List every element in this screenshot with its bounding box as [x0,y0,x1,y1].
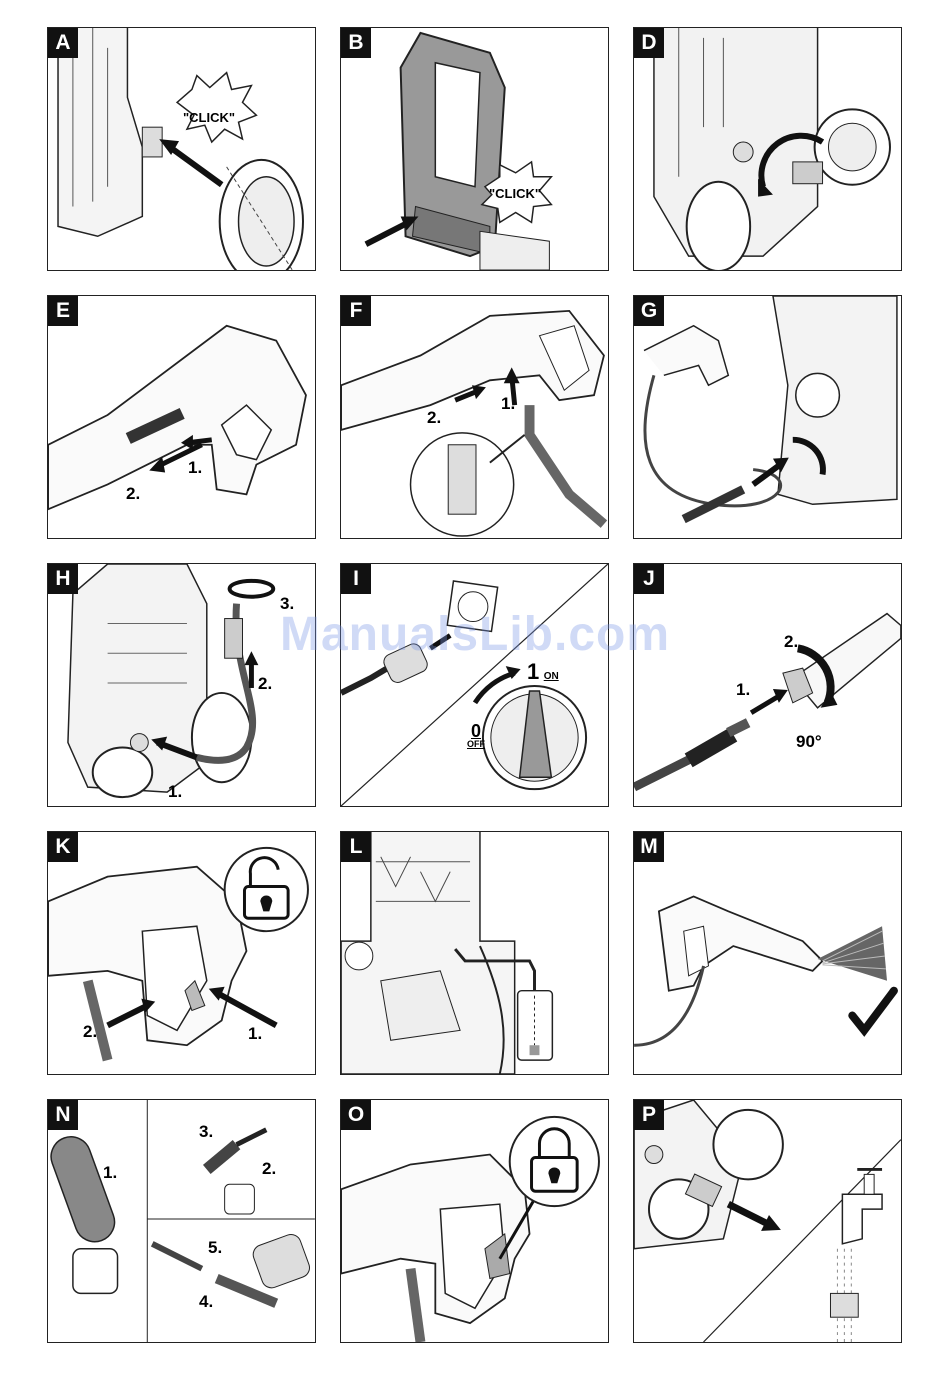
panel-letter: B [341,28,371,58]
step-1-label: 1. [103,1163,117,1183]
on-indicator: 1 ON [527,661,559,683]
panel-l: L [340,831,609,1075]
panel-letter: F [341,296,371,326]
panel-o: O [340,1099,609,1343]
step-1-label: 1. [736,680,750,700]
water-hose-connect-illustration [48,564,315,806]
off-text: OFF [467,740,485,749]
panel-letter: G [634,296,664,326]
high-pressure-hose-illustration [634,296,901,538]
panel-letter: M [634,832,664,862]
panel-d: D [633,27,902,271]
panel-letter: N [48,1100,78,1130]
step-5-label: 5. [208,1238,222,1258]
panel-letter: O [341,1100,371,1130]
off-indicator: 0 OFF [467,722,485,749]
panel-f: F 1. 2. [340,295,609,539]
step-2-label: 2. [258,674,272,694]
hose-connector-illustration [634,28,901,270]
wheel-attach-illustration [48,28,315,270]
panel-h: H 1. 2. 3. [47,563,316,807]
panel-n: N 1. 2. 3. 4. 5. [47,1099,316,1343]
step-2-label: 2. [262,1159,276,1179]
step-1-label: 1. [168,782,182,802]
checkmark-icon [852,991,894,1031]
panel-letter: H [48,564,78,594]
step-3-label: 3. [280,594,294,614]
panel-letter: J [634,564,664,594]
click-label: "CLICK" [489,186,541,201]
on-digit: 1 [527,659,539,684]
off-digit: 0 [467,722,485,740]
panel-m: M [633,831,902,1075]
click-label: "CLICK" [183,110,235,125]
hose-to-gun-illustration [341,296,608,538]
angle-label: 90° [796,732,822,752]
panel-g: G [633,295,902,539]
step-1-label: 1. [501,394,515,414]
panel-letter: P [634,1100,664,1130]
panel-letter: K [48,832,78,862]
trigger-lock-illustration [341,1100,608,1342]
power-plug-switch-illustration [341,564,608,806]
panel-letter: L [341,832,371,862]
filter-clean-illustration [634,1100,901,1342]
click-burst-icon [177,73,256,142]
step-2-label: 2. [83,1022,97,1042]
panel-letter: D [634,28,664,58]
step-4-label: 4. [199,1292,213,1312]
detergent-nozzle-illustration [48,1100,315,1342]
step-1-label: 1. [188,458,202,478]
step-3-label: 3. [199,1122,213,1142]
panel-i: I 1 ON 0 OFF [340,563,609,807]
panel-j: J 1. 2. 90° [633,563,902,807]
on-text: ON [544,671,559,682]
panel-letter: E [48,296,78,326]
step-1-label: 1. [248,1024,262,1044]
panel-letter: I [341,564,371,594]
panel-b: B "CLICK" [340,27,609,271]
trigger-gun-illustration [48,296,315,538]
lance-attach-illustration [634,564,901,806]
spraying-illustration [634,832,901,1074]
step-2-label: 2. [427,408,441,428]
panel-p: P [633,1099,902,1343]
step-2-label: 2. [126,484,140,504]
panel-letter: A [48,28,78,58]
step-2-label: 2. [784,632,798,652]
panel-k: K 1. 2. [47,831,316,1075]
detergent-suction-illustration [341,832,608,1074]
panel-a: A "CLICK" [47,27,316,271]
handle-attach-illustration [341,28,608,270]
panel-e: E 1. 2. [47,295,316,539]
